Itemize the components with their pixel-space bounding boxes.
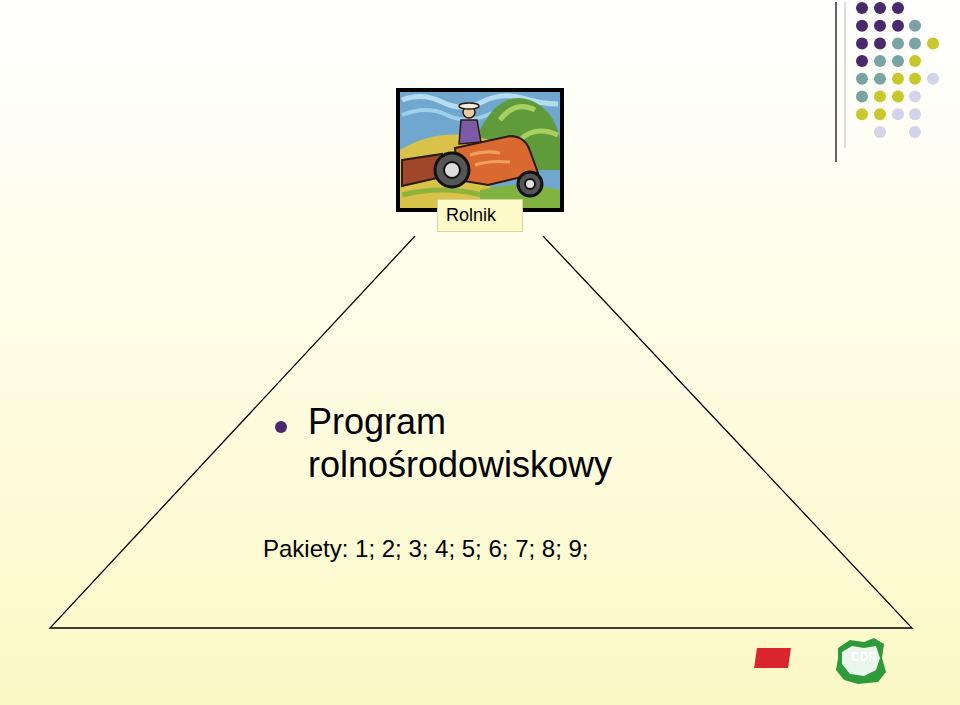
decor-dot [856,2,868,14]
decor-dot [856,108,868,120]
caption-box: Rolnik [437,199,523,232]
decor-dot [892,2,904,14]
decor-dot [856,20,868,32]
decor-dot [909,108,921,120]
decor-dot [856,37,868,49]
decor-dot [892,108,904,120]
decor-dot [874,20,886,32]
decor-dot [892,55,904,67]
decor-dot [892,20,904,32]
decor-dot [856,91,868,103]
decor-dot [892,37,904,49]
decor-dot [909,55,921,67]
divider-line [835,2,837,162]
decor-dot [874,73,886,85]
decor-dot [909,126,921,138]
triangle-outline [50,236,912,628]
decor-dot [874,2,886,14]
bullet-text: Program rolnośrodowiskowy [308,400,688,486]
dot-grid [856,2,939,138]
node-label: Rolnik [446,205,496,225]
farmer-illustration [398,90,562,210]
divider-line [845,2,846,148]
decor-dot [909,73,921,85]
packages-text: Pakiety: 1; 2; 3; 4; 5; 6; 7; 8; 9; [263,535,683,564]
decor-dot [874,91,886,103]
decor-dot [874,108,886,120]
decor-dot [909,37,921,49]
decor-dot [856,55,868,67]
decor-dot [909,91,921,103]
decor-dot [927,37,939,49]
decor-dot [892,73,904,85]
decor-dot [874,37,886,49]
decor-dot [874,55,886,67]
decor-dot [927,73,939,85]
decor-dot [856,73,868,85]
bullet-dot [275,421,287,433]
logo-text: CDR [851,651,891,664]
decor-dot [892,91,904,103]
decor-dot [909,20,921,32]
decor-dot [874,126,886,138]
